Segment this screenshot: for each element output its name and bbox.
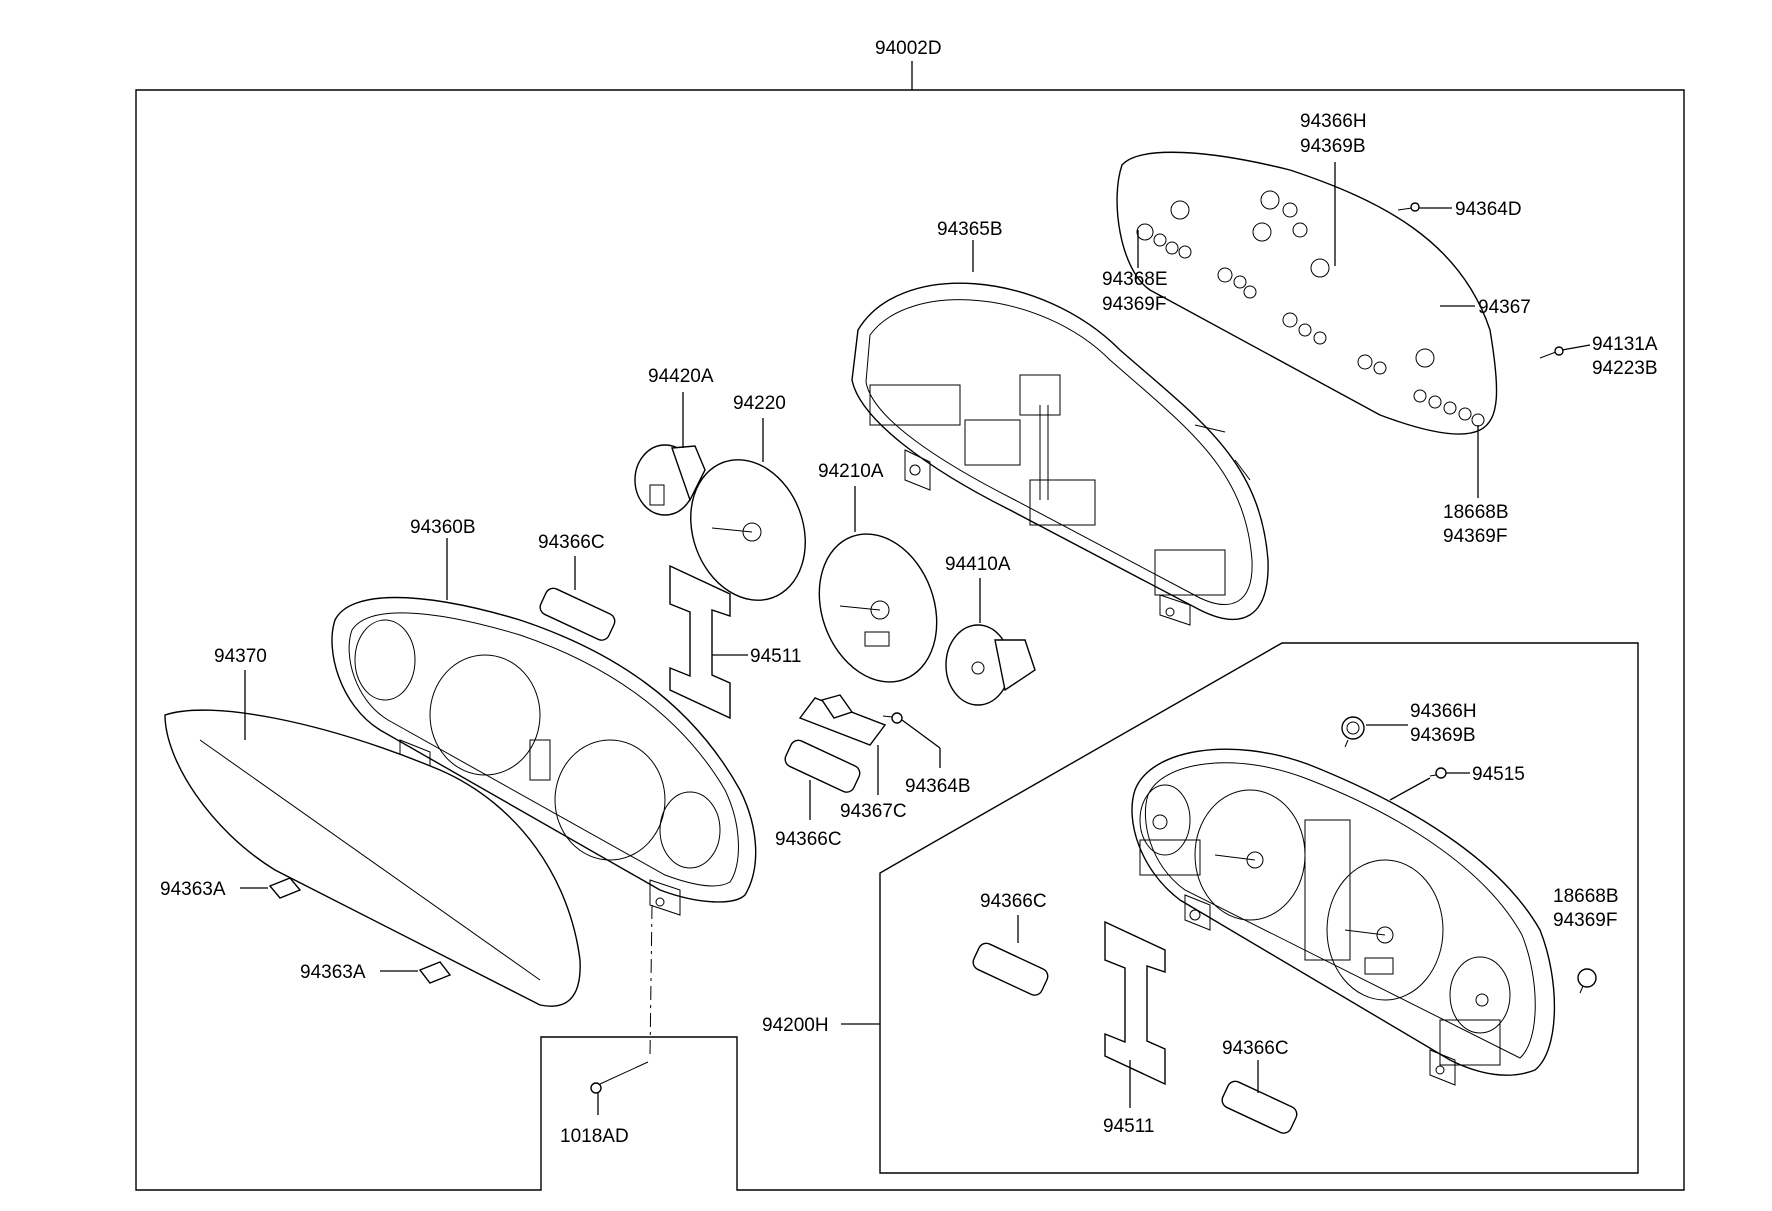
sub-screw-icon[interactable] <box>1429 767 1447 779</box>
speedometer-dial[interactable] <box>799 517 956 698</box>
label-clip-a[interactable]: 94363A <box>160 879 226 900</box>
lens-glass[interactable] <box>164 709 581 1007</box>
label-sub-bulb2-a[interactable]: 18668B <box>1553 886 1619 907</box>
label-sub-pad-lower[interactable]: 94366C <box>1222 1038 1289 1059</box>
sub-bulb-icon[interactable] <box>1341 716 1365 748</box>
pad-mid[interactable] <box>798 694 887 746</box>
label-rear-case[interactable]: 94365B <box>937 219 1003 240</box>
sub-pad-upper[interactable] <box>971 941 1051 998</box>
label-bulb-top-b[interactable]: 94369B <box>1300 136 1366 157</box>
cluster-assembly[interactable] <box>1131 748 1556 1086</box>
label-clip-b[interactable]: 94363A <box>300 962 366 983</box>
clip-a-icon[interactable] <box>268 877 302 899</box>
sub-pad-lower[interactable] <box>1220 1079 1300 1136</box>
label-bulb-bottom-a[interactable]: 18668B <box>1443 502 1509 523</box>
tachometer-dial[interactable] <box>672 444 825 617</box>
label-sub-plate[interactable]: 94511 <box>1103 1116 1154 1137</box>
label-screw-right-a[interactable]: 94131A <box>1592 334 1658 355</box>
label-gauge-small2[interactable]: 94410A <box>945 554 1011 575</box>
label-screw-bottom[interactable]: 1018AD <box>560 1126 629 1147</box>
label-sub-pad-upper[interactable]: 94366C <box>980 891 1047 912</box>
label-pad-mid[interactable]: 94367C <box>840 801 907 822</box>
label-pcb[interactable]: 94367 <box>1478 297 1531 318</box>
screw-right-icon[interactable] <box>1539 346 1564 359</box>
plate[interactable] <box>669 564 731 720</box>
label-lens[interactable]: 94370 <box>214 646 267 667</box>
pad-lower[interactable] <box>783 738 863 795</box>
screw-mid-icon[interactable] <box>882 712 903 724</box>
assembly-label: 94002D <box>875 38 942 59</box>
label-bezel[interactable]: 94360B <box>410 517 476 538</box>
label-screw-mid[interactable]: 94364B <box>905 776 971 797</box>
screw-top-icon[interactable] <box>1397 202 1420 212</box>
label-pad-upper[interactable]: 94366C <box>538 532 605 553</box>
clip-b-icon[interactable] <box>418 961 452 984</box>
label-bulb-mid-b[interactable]: 94369F <box>1102 294 1166 315</box>
rear-case[interactable] <box>851 282 1269 626</box>
label-tacho[interactable]: 94220 <box>733 393 786 414</box>
label-plate[interactable]: 94511 <box>750 646 801 667</box>
label-screw-right-b[interactable]: 94223B <box>1592 358 1658 379</box>
printed-circuit-board[interactable] <box>1116 151 1498 435</box>
label-bulb-bottom-b[interactable]: 94369F <box>1443 526 1507 547</box>
label-sub-bulb-b[interactable]: 94369B <box>1410 725 1476 746</box>
subassembly-label[interactable]: 94200H <box>762 1015 829 1036</box>
label-screw-top[interactable]: 94364D <box>1455 199 1522 220</box>
sub-bulb2-icon[interactable] <box>1577 968 1597 994</box>
label-bulb-mid-a[interactable]: 94368E <box>1102 269 1168 290</box>
assembly-frame <box>135 89 1685 1191</box>
label-speedo[interactable]: 94210A <box>818 461 884 482</box>
label-pad-lower[interactable]: 94366C <box>775 829 842 850</box>
label-sub-bulb2-b[interactable]: 94369F <box>1553 910 1617 931</box>
sub-plate[interactable] <box>1104 920 1166 1086</box>
small-gauge-lower[interactable] <box>945 624 1036 706</box>
subassembly-frame <box>879 642 1639 1174</box>
label-sub-screw[interactable]: 94515 <box>1472 764 1525 785</box>
label-bulb-top-a[interactable]: 94366H <box>1300 111 1367 132</box>
label-gauge-small[interactable]: 94420A <box>648 366 714 387</box>
label-sub-bulb-a[interactable]: 94366H <box>1410 701 1477 722</box>
pad-upper[interactable] <box>538 586 618 643</box>
screw-bottom-icon[interactable] <box>590 1061 649 1094</box>
